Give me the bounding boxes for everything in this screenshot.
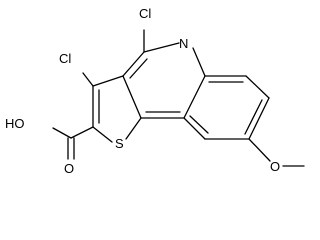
bond-cooh-oh xyxy=(52,127,72,139)
n-atom-label: N xyxy=(179,36,188,51)
bond-c7-c8-inner xyxy=(244,99,263,135)
bond-c3a-c4-inner xyxy=(129,58,148,79)
s-atom-label: S xyxy=(115,136,124,151)
bond-c7-c8 xyxy=(248,97,270,140)
bond-c5a-c9a xyxy=(183,75,206,119)
molecule-svg: Cl Cl N S HO O O xyxy=(5,6,305,176)
methoxy-o-label: O xyxy=(270,159,280,174)
cl-atom-label-left: Cl xyxy=(59,51,71,66)
bond-c9-c9a xyxy=(183,117,206,140)
bond-c3a-c9b xyxy=(122,75,142,119)
structure-diagram: Cl Cl N S HO O O xyxy=(5,6,305,176)
bond-c6-c7 xyxy=(245,75,270,99)
bond-s-c2 xyxy=(92,126,113,143)
bond-n-c5a xyxy=(192,47,206,77)
bond-c3a-c4 xyxy=(122,51,145,77)
bond-c9-c9a-inner xyxy=(189,115,209,134)
bond-c2-cooh xyxy=(70,126,94,139)
bond-c3-c3a xyxy=(92,75,124,87)
bond-c8-o xyxy=(248,138,271,162)
bond-c4-n xyxy=(143,42,180,53)
bond-c9b-s xyxy=(125,117,142,140)
carbonyl-o-label: O xyxy=(64,161,74,176)
hydroxyl-label: HO xyxy=(5,116,25,131)
cl-atom-label-top: Cl xyxy=(139,6,151,21)
bond-c3-cl xyxy=(82,72,94,87)
